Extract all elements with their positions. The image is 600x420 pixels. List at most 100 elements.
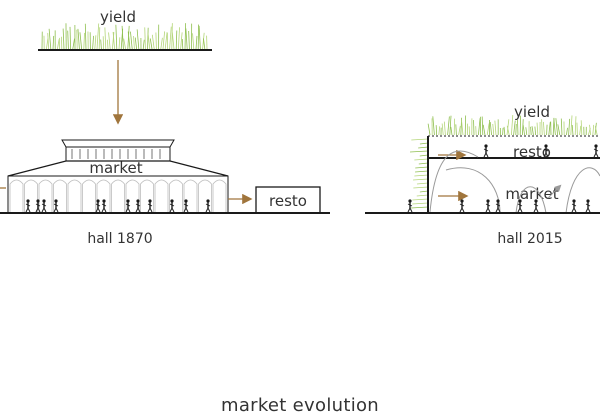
plant-icon (419, 154, 429, 157)
plant-icon (522, 124, 525, 136)
plant-icon (555, 118, 558, 136)
hall-arch (183, 179, 198, 212)
plant-icon (489, 121, 492, 136)
plant-icon (574, 116, 577, 136)
plant-icon (84, 23, 87, 50)
plant-icon (169, 26, 172, 50)
yield-vegetation-2015 (427, 115, 598, 136)
diagram-caption: market evolution (221, 395, 379, 416)
plant-icon (443, 121, 446, 136)
plant-icon (108, 32, 111, 50)
plant-icon (142, 39, 145, 50)
plant-icon (48, 28, 52, 50)
flow-curve (445, 167, 501, 214)
vertical-garden-wall (409, 138, 429, 209)
plant-icon (441, 123, 444, 136)
plant-icon (506, 125, 510, 136)
plant-icon (72, 38, 75, 50)
hall-arch (96, 179, 111, 212)
person-icon (459, 199, 465, 213)
hall-arch (140, 179, 154, 212)
plant-icon (525, 127, 528, 136)
plant-icon (92, 35, 94, 50)
flow-curve (515, 186, 547, 214)
plant-icon (494, 120, 497, 136)
market-hall-1870: market (7, 139, 229, 214)
plant-icon (560, 118, 563, 136)
plant-icon (566, 127, 568, 136)
plant-icon (414, 174, 429, 177)
plant-icon (543, 121, 545, 136)
plant-icon (594, 126, 598, 136)
plant-icon (522, 119, 524, 136)
person-icon (483, 144, 489, 158)
market-label-2015: market (505, 185, 558, 203)
yield-vegetation-1870 (41, 23, 208, 50)
plant-icon (47, 32, 49, 50)
plant-icon (181, 39, 184, 50)
plant-icon (144, 27, 146, 50)
plant-icon (67, 30, 69, 50)
yield-label-1870: yield (100, 8, 136, 26)
plant-icon (478, 118, 481, 136)
hall-1870-title: hall 1870 (87, 231, 152, 247)
plant-icon (46, 38, 49, 50)
hall-arch (9, 179, 24, 212)
hall-arch (111, 179, 125, 212)
panel-1870: yield market resto hall 1870 (0, 8, 330, 247)
plant-icon (418, 162, 429, 165)
plant-icon (162, 31, 166, 50)
plant-icon (570, 115, 573, 136)
plant-icon (107, 39, 109, 50)
plant-icon (548, 121, 551, 136)
plant-icon (414, 158, 429, 161)
plant-icon (534, 126, 536, 136)
plant-icon (481, 116, 484, 136)
plant-icon (513, 120, 516, 136)
plant-icon (134, 37, 137, 50)
plant-icon (130, 31, 133, 50)
resto-label-1870: resto (269, 192, 307, 210)
plant-icon (151, 34, 155, 50)
plant-icon (164, 32, 168, 50)
plant-icon (147, 33, 151, 50)
plant-icon (203, 38, 206, 50)
market-label-1870: market (89, 159, 142, 177)
plant-icon (136, 29, 140, 50)
plant-icon (416, 194, 429, 197)
hall-2015-title: hall 2015 (497, 231, 562, 247)
plant-icon (415, 170, 429, 173)
plant-icon (57, 38, 60, 50)
plant-icon (94, 35, 97, 50)
person-icon (205, 199, 211, 213)
plant-icon (413, 178, 429, 181)
plant-icon (530, 126, 532, 136)
flow-arrow (547, 184, 562, 199)
plant-icon (178, 27, 180, 50)
plant-icon (104, 27, 107, 50)
person-icon (571, 199, 577, 213)
person-icon (517, 199, 523, 213)
hall-arch (154, 179, 169, 212)
plant-icon (458, 125, 461, 136)
person-icon (585, 199, 591, 213)
plant-icon (77, 28, 80, 50)
plant-icon (185, 28, 188, 50)
plant-icon (432, 116, 435, 136)
plant-icon (184, 23, 187, 50)
plant-icon (123, 38, 126, 50)
plant-icon (192, 33, 195, 50)
person-icon (41, 199, 47, 213)
plant-icon (511, 115, 514, 136)
plant-icon (503, 126, 506, 136)
hall-arch (125, 179, 140, 212)
plant-icon (188, 30, 190, 50)
visitors-1870 (25, 199, 211, 213)
person-icon (101, 199, 107, 213)
flow-curve (565, 167, 600, 214)
hall-arch (67, 179, 82, 212)
person-icon (135, 199, 141, 213)
plant-icon (409, 150, 429, 153)
plant-icon (415, 166, 429, 169)
